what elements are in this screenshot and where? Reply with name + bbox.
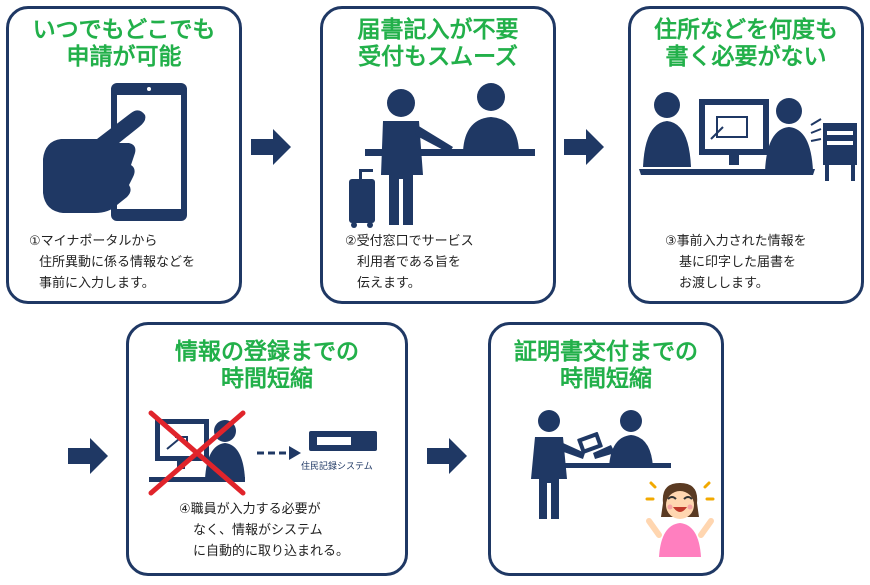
crossed-out-pc-icon — [147, 409, 247, 499]
step-card-5: 証明書交付までの 時間短縮 — [488, 322, 724, 576]
step-2-title: 届書記入が不要 受付もスムーズ — [323, 17, 553, 71]
step-4-description: ④職員が入力する必要が なく、情報がシステム に自動的に取り込まれる。 — [179, 499, 349, 562]
hand-tablet-icon — [39, 81, 209, 231]
step-5-title: 証明書交付までの 時間短縮 — [491, 339, 721, 393]
step-2-description: ②受付窓口でサービス 利用者である旨を 伝えます。 — [345, 231, 474, 294]
arrow-right-icon — [251, 129, 291, 165]
step-3-title: 住所などを何度も 書く必要がない — [631, 17, 861, 71]
reception-counter-icon — [343, 75, 543, 235]
smiling-person-icon — [645, 477, 715, 559]
step-1-description: ①マイナポータルから 住所異動に係る情報などを 事前に入力します。 — [29, 231, 195, 294]
step-card-1: いつでもどこでも 申請が可能 ①マイナポータルから 住所異動に係る情報などを 事… — [6, 6, 242, 304]
arrow-right-icon — [564, 129, 604, 165]
system-label: 住民記録システム — [301, 459, 373, 472]
printed-form-icon — [637, 89, 861, 199]
step-card-2: 届書記入が不要 受付もスムーズ ②受付窓口でサービス 利用者である旨を 伝えます… — [320, 6, 556, 304]
step-card-4: 情報の登録までの 時間短縮 住民記録システム ④職員が入力する必要が なく、情報… — [126, 322, 408, 576]
arrow-right-icon — [68, 438, 108, 474]
step-3-description: ③事前入力された情報を 基に印字した届書を お渡しします。 — [665, 231, 807, 294]
arrow-right-icon — [427, 438, 467, 474]
dashed-arrow-icon — [255, 443, 303, 463]
step-1-title: いつでもどこでも 申請が可能 — [9, 17, 239, 71]
server-icon — [309, 431, 377, 453]
step-card-3: 住所などを何度も 書く必要がない ③事前入力された情報を 基に印字した届書を お… — [628, 6, 864, 304]
step-4-title: 情報の登録までの 時間短縮 — [129, 339, 405, 393]
